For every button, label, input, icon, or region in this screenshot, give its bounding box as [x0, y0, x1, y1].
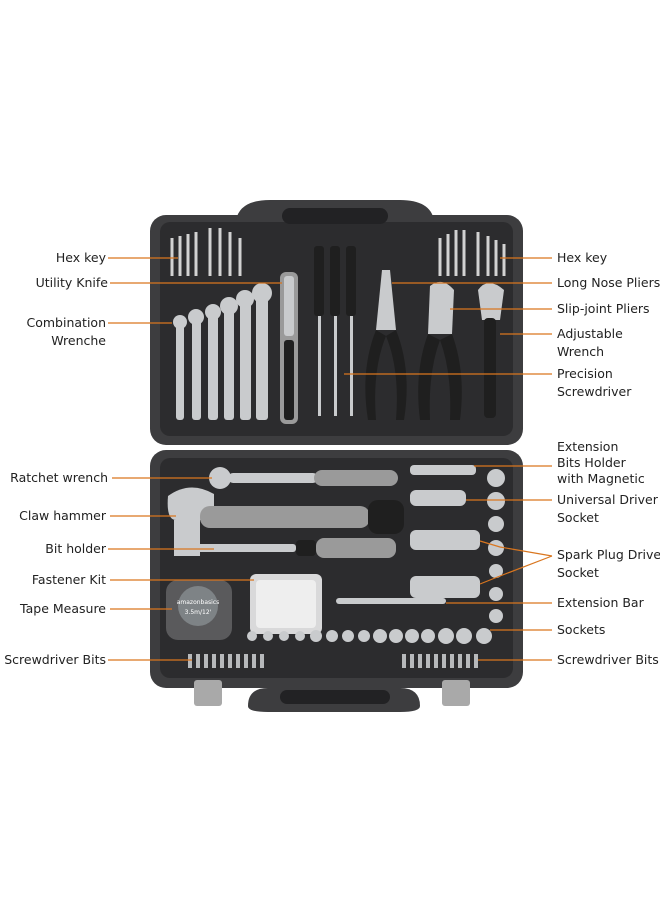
label-spark-plug-driver-socket-line1: Spark Plug Driver — [557, 547, 660, 562]
latch-right — [442, 680, 470, 706]
screwdriver-bits-left — [188, 654, 264, 668]
label-utility-knife: Utility Knife — [35, 275, 108, 290]
label-long-nose-pliers: Long Nose Pliers — [557, 275, 660, 290]
leader-lines — [108, 257, 553, 661]
bit-holder — [196, 538, 396, 558]
precision-screwdriver-set — [314, 246, 356, 416]
tape-measure: amazonbasics 3.5m/12' — [166, 580, 232, 640]
label-precision-screwdriver-line2: Screwdriver — [557, 384, 632, 399]
label-combination-wrench-line2: Wrenche — [51, 333, 106, 348]
label-hex-key-right: Hex key — [557, 250, 608, 265]
claw-hammer — [167, 487, 404, 556]
extension-bar — [336, 598, 446, 604]
label-extension-bits-holder-line3: with Magnetic — [557, 471, 645, 486]
label-universal-driver-socket-line1: Universal Driver — [557, 492, 658, 507]
spark-plug-driver-socket — [410, 530, 480, 598]
latch-left — [194, 680, 222, 706]
ratchet-wrench — [209, 467, 398, 489]
screwdriver-bits-right — [402, 654, 478, 668]
slip-joint-pliers — [418, 281, 462, 420]
sockets-row — [247, 628, 492, 644]
label-combination-wrench-line1: Combination — [26, 315, 107, 330]
adjustable-wrench — [478, 283, 504, 418]
label-screwdriver-bits-left: Screwdriver Bits — [4, 652, 106, 667]
label-precision-screwdriver-line1: Precision — [557, 366, 613, 381]
label-screwdriver-bits-right: Screwdriver Bits — [557, 652, 659, 667]
label-spark-plug-driver-socket-line2: Socket — [557, 565, 599, 580]
label-adjustable-wrench-line2: Wrench — [557, 344, 605, 359]
socket-column — [487, 469, 505, 623]
label-hex-key-left: Hex key — [55, 250, 106, 265]
label-sockets: Sockets — [557, 622, 606, 637]
label-claw-hammer: Claw hammer — [19, 508, 106, 523]
long-nose-pliers — [365, 270, 407, 420]
label-fastener-kit: Fastener Kit — [31, 572, 106, 587]
label-universal-driver-socket-line2: Socket — [557, 510, 599, 525]
fastener-kit — [250, 574, 322, 634]
extension-bits-holder — [410, 465, 476, 475]
label-slip-joint-pliers: Slip-joint Pliers — [557, 301, 650, 316]
label-extension-bits-holder-line2: Bits Holder — [557, 455, 626, 470]
label-bit-holder: Bit holder — [45, 541, 106, 556]
tape-brand-mark: amazonbasics — [177, 599, 220, 606]
label-extension-bar: Extension Bar — [557, 595, 644, 610]
hex-key-set-right — [438, 230, 506, 276]
hex-key-set-left — [170, 228, 242, 276]
label-extension-bits-holder-line1: Extension — [557, 439, 619, 454]
universal-driver-socket — [410, 490, 466, 506]
utility-knife — [280, 272, 298, 424]
label-tape-measure: Tape Measure — [20, 601, 106, 616]
tape-length-mark: 3.5m/12' — [185, 609, 212, 616]
combination-wrench-set — [173, 283, 272, 420]
label-adjustable-wrench-line1: Adjustable — [557, 326, 623, 341]
label-ratchet-wrench: Ratchet wrench — [10, 470, 108, 485]
